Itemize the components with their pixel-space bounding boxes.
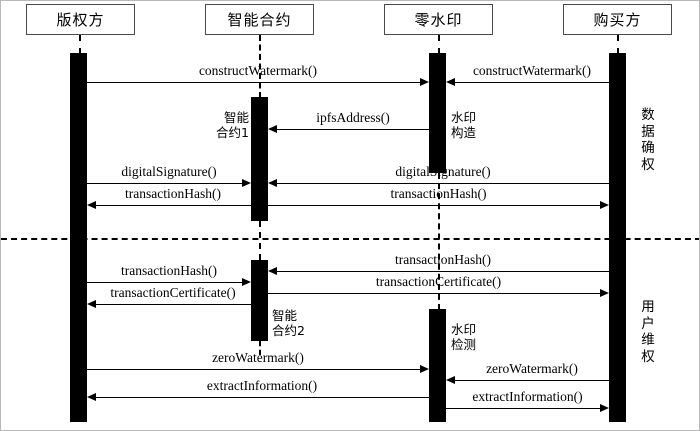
message-line-m15[interactable] <box>446 408 600 409</box>
message-label-m2: constructWatermark() <box>472 63 592 78</box>
message-label-m11: transactionCertificate() <box>110 285 236 300</box>
arrow-head-m8 <box>268 266 277 275</box>
activation-zero-watermark-2 <box>429 309 446 422</box>
message-label-m1: constructWatermark() <box>198 63 318 78</box>
arrow-head-m13 <box>446 375 455 384</box>
lifeline-buyer <box>617 35 619 54</box>
message-line-m1[interactable] <box>87 82 420 83</box>
activation-smart-contract-1 <box>251 97 268 221</box>
actor-label-zero-watermark: 零水印 <box>414 11 463 29</box>
arrow-head-m10 <box>600 288 609 297</box>
activation-zero-watermark-1 <box>429 53 446 173</box>
phase-divider <box>1 238 699 240</box>
arrow-head-m3 <box>268 124 277 133</box>
lifeline-copyright-owner <box>79 35 81 54</box>
activation-smart-contract-2 <box>251 260 268 341</box>
message-line-m5[interactable] <box>277 183 609 184</box>
message-label-m5: digitalSignature() <box>395 164 491 179</box>
message-label-m14: extractInformation() <box>206 378 318 393</box>
message-line-m7[interactable] <box>268 205 600 206</box>
activation-buyer <box>609 53 626 422</box>
message-line-m11[interactable] <box>96 304 251 305</box>
message-label-m6: transactionHash() <box>125 186 221 201</box>
arrow-head-m4 <box>242 178 251 187</box>
lifeline-smart-contract-mid <box>259 221 261 260</box>
lifeline-zero-watermark <box>438 35 440 54</box>
message-label-m12: zeroWatermark() <box>212 350 304 365</box>
arrow-head-m14 <box>87 392 96 401</box>
phase-label-user-rights: 用户维权 <box>641 299 655 365</box>
actor-label-copyright-owner: 版权方 <box>56 11 105 29</box>
message-line-m14[interactable] <box>96 397 429 398</box>
phase-label-data-confirmation: 数据确权 <box>641 107 655 173</box>
arrow-head-m2 <box>446 77 455 86</box>
lifeline-smart-contract <box>259 35 261 98</box>
actor-label-smart-contract: 智能合约 <box>227 11 292 29</box>
bar-note-smart-contract-1: 智能 合约1 <box>216 110 249 140</box>
actor-box-zero-watermark[interactable]: 零水印 <box>384 4 493 35</box>
message-label-m13: zeroWatermark() <box>486 361 578 376</box>
arrow-head-m6 <box>87 200 96 209</box>
message-label-m10: transactionCertificate() <box>375 274 502 289</box>
message-line-m13[interactable] <box>455 380 609 381</box>
message-line-m3[interactable] <box>277 129 429 130</box>
bar-note-smart-contract-2: 智能 合约2 <box>272 308 305 338</box>
actor-box-buyer[interactable]: 购买方 <box>563 4 672 35</box>
activation-copyright-owner <box>70 53 87 422</box>
message-line-m12[interactable] <box>87 369 420 370</box>
arrow-head-m1 <box>420 77 429 86</box>
arrow-head-m9 <box>242 277 251 286</box>
message-label-m8: transactionHash() <box>395 252 491 267</box>
message-line-m10[interactable] <box>268 293 600 294</box>
message-label-m3: ipfsAddress() <box>316 110 390 125</box>
message-line-m6[interactable] <box>96 205 251 206</box>
lifeline-zero-watermark-mid <box>438 173 440 310</box>
arrow-head-m15 <box>600 403 609 412</box>
message-line-m4[interactable] <box>87 183 242 184</box>
arrow-head-m12 <box>420 364 429 373</box>
message-line-m2[interactable] <box>455 82 609 83</box>
arrow-head-m5 <box>268 178 277 187</box>
actor-box-copyright-owner[interactable]: 版权方 <box>26 4 135 35</box>
actor-label-buyer: 购买方 <box>593 11 642 29</box>
arrow-head-m11 <box>87 299 96 308</box>
message-label-m9: transactionHash() <box>121 263 217 278</box>
message-label-m7: transactionHash() <box>390 186 487 201</box>
message-label-m15: extractInformation() <box>472 389 583 404</box>
message-label-m4: digitalSignature() <box>121 164 217 179</box>
message-line-m9[interactable] <box>87 282 242 283</box>
message-line-m8[interactable] <box>277 271 609 272</box>
bar-note-watermark-detect: 水印 检测 <box>451 322 477 352</box>
bar-note-watermark-construct: 水印 构造 <box>451 110 477 140</box>
lifeline-smart-contract-lower <box>259 341 261 355</box>
actor-box-smart-contract[interactable]: 智能合约 <box>205 4 314 35</box>
arrow-head-m7 <box>600 200 609 209</box>
